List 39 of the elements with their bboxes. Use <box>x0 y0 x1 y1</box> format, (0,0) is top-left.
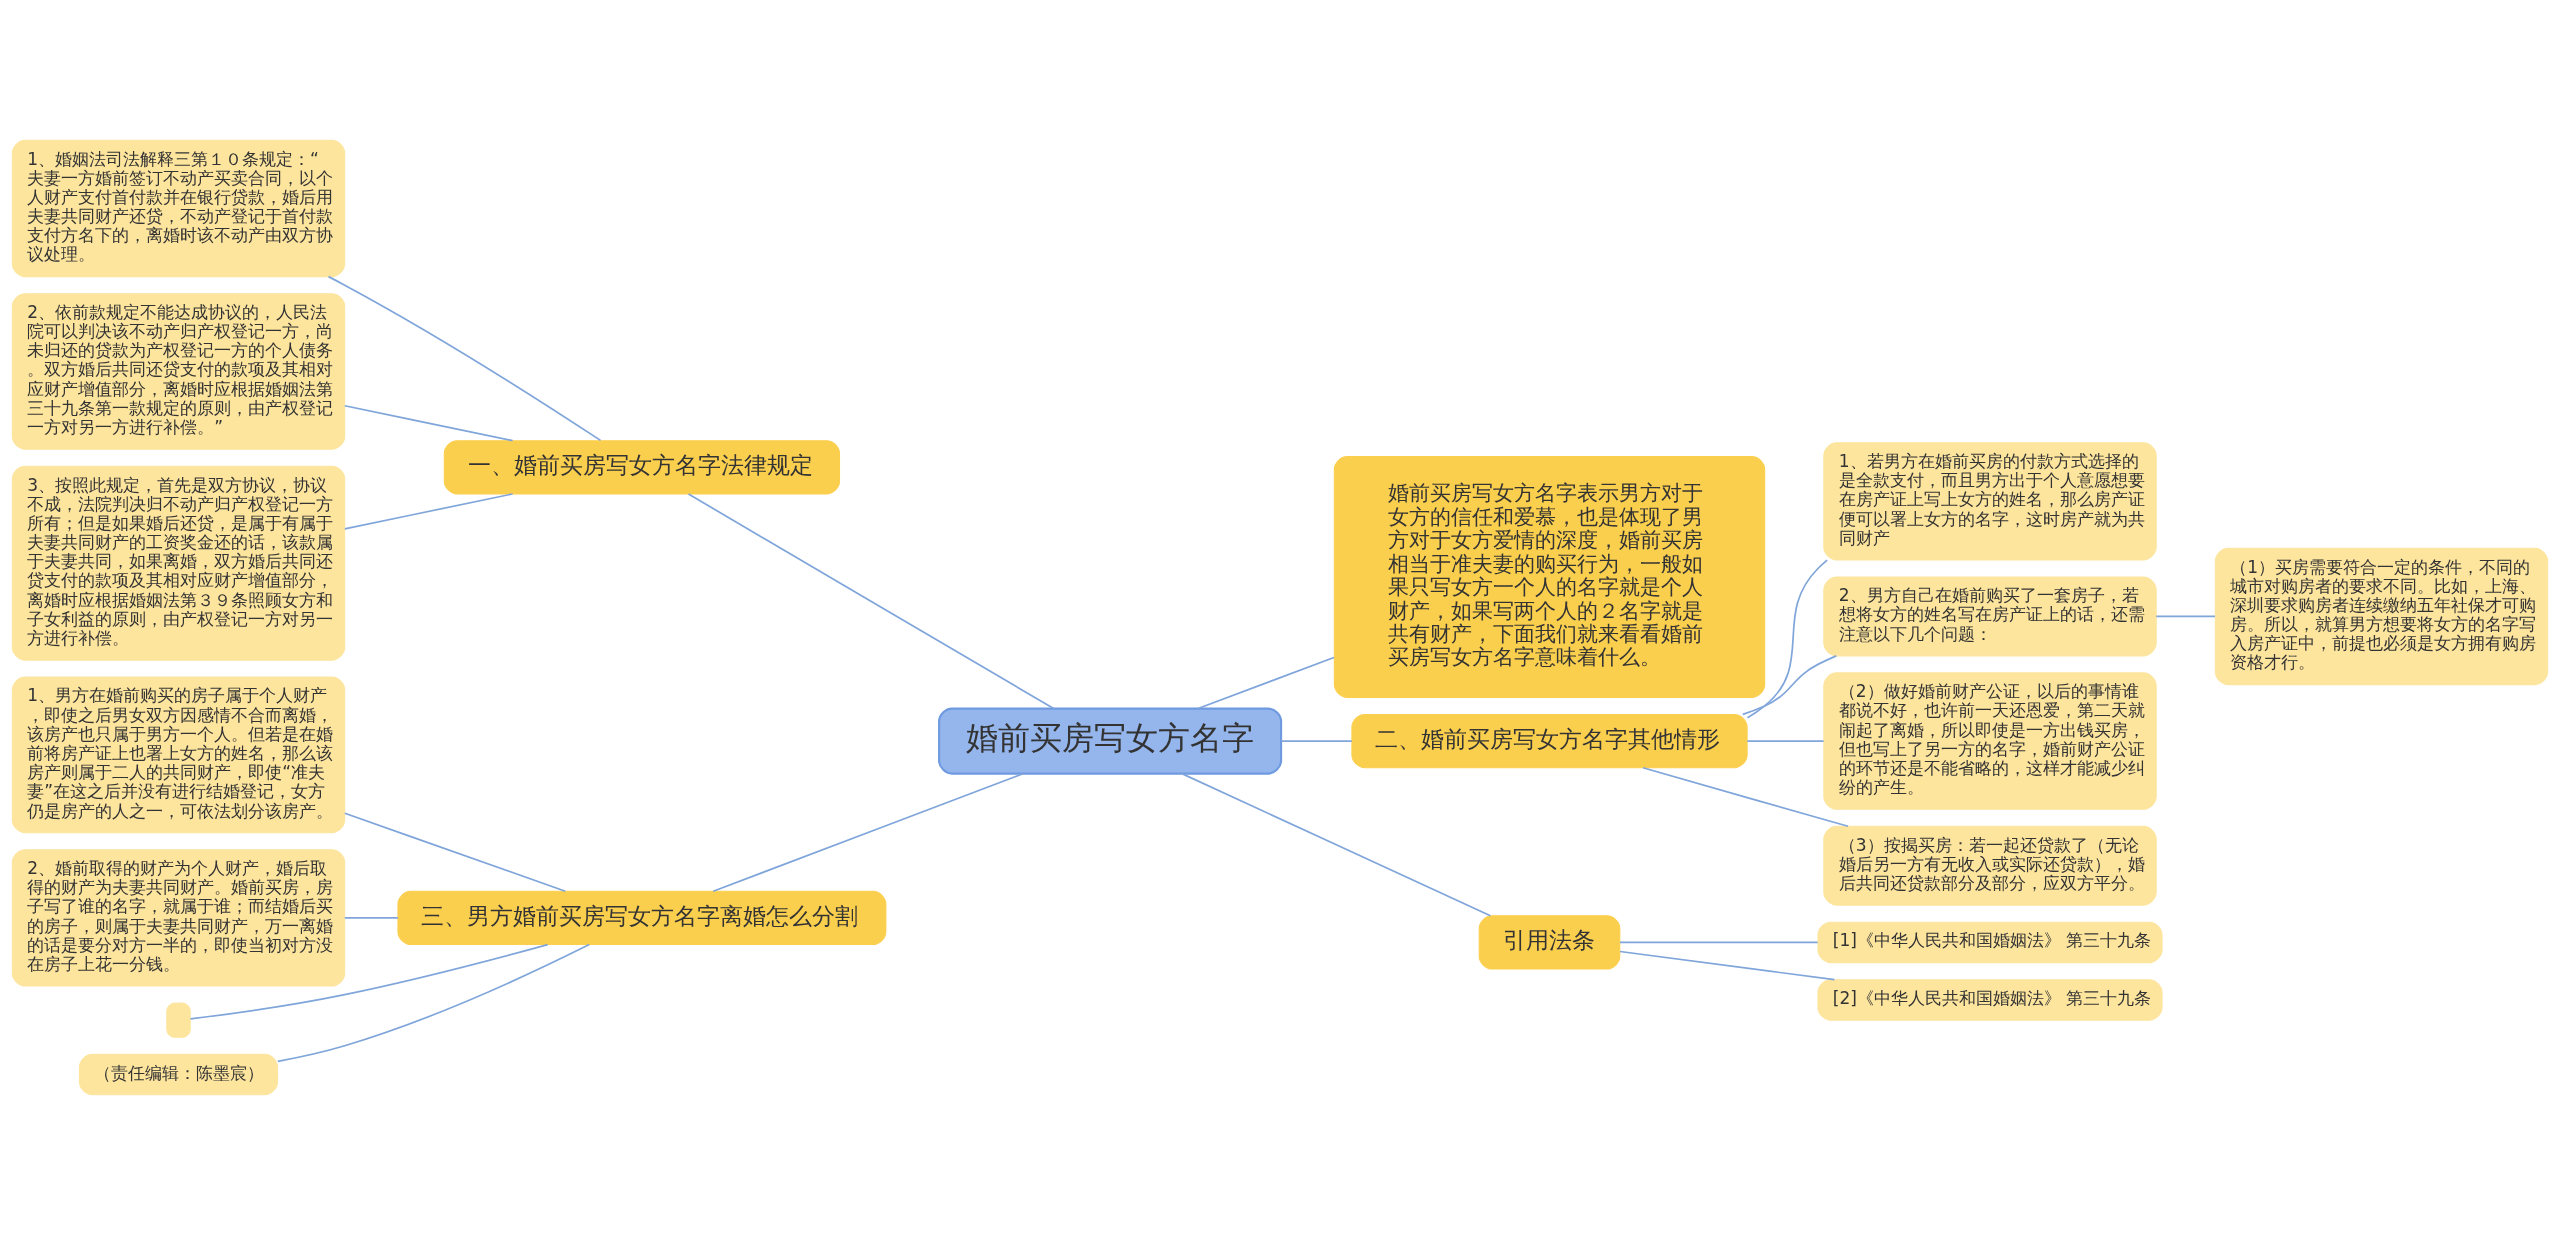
connector <box>2155 615 2216 618</box>
connector <box>1197 656 1335 710</box>
connector <box>1746 559 1828 719</box>
connector <box>1642 766 1849 828</box>
node-box: 2、婚前取得的财产为个人财产，婚后取得的财产为夫妻共同财产。婚前买房，房子写了谁的名字，就属于谁；而结婚后买的房子，则属于夫妻共同财产，万一离婚的话是要分对方一半的，即使当初对方没在房子上花一分钱。 <box>11 849 346 987</box>
connector <box>327 275 602 442</box>
node-box: （2）做好婚前财产公证，以后的事情谁都说不好，也许前一天还恩爱，第二天就闹起了离婚，所以即使是一方出钱买房，但也写上了另一方的名字，婚前财产公证的环节还是不能省略的，这样才能减少纠纷的产生。 <box>1823 672 2157 810</box>
node-box: （责任编辑：陈墨宸） <box>78 1053 279 1096</box>
node-box: 一、婚前买房写女方名字法律规定 <box>443 440 841 495</box>
connector <box>1746 740 1825 742</box>
connector <box>687 493 1055 710</box>
connector <box>1181 772 1492 917</box>
connector <box>1280 740 1353 742</box>
connector <box>1742 655 1838 716</box>
connector <box>343 404 514 442</box>
node-box: [1]《中华人民共和国婚姻法》 第三十九条 <box>1817 921 2163 964</box>
connector <box>343 917 399 919</box>
node-box: 1、男方在婚前购买的房子属于个人财产，即使之后男女双方因感情不合而离婚，该房产也只属于男方一个人。但若是在婚前将房产证上也署上女方的姓名，那么该房产则属于二人的共同财产，即使“准夫妻”在这之后并没有进行结婚登记，女方仍是房产的人之一，可依法划分该房产。 <box>11 676 346 834</box>
node-box: 引用法条 <box>1478 915 1621 970</box>
node-box: （3）按揭买房：若一起还贷款了（无论婚后另一方有无收入或实际还贷款），婚后共同还贷款部分及部分，应双方平分。 <box>1823 825 2157 906</box>
connector <box>189 943 549 1020</box>
node-box: 3、按照此规定，首先是双方协议，协议不成，法院判决归不动产归产权登记一方所有；但是如果婚后还贷，是属于有属于夫妻共同财产的工资奖金还的话，该款属于夫妻共同，如果离婚，双方婚后共同还贷支付的款项及其相对应财产增值部分，离婚时应根据婚姻法第３９条照顾女方和子女利益的原则，由产权登记一方对另一方进行补偿。 <box>11 465 346 661</box>
node-box: 二、婚前买房写女方名字其他情形 <box>1351 713 1748 769</box>
node-box <box>166 1002 191 1038</box>
node-box: （1）买房需要符合一定的条件，不同的城市对购房者的要求不同。比如，上海、深圳要求购房者连续缴纳五年社保才可购房。所以，就算男方想要将女方的名字写入房产证中，前提也必须是女方拥有购房资格才行。 <box>2214 547 2549 686</box>
connector <box>343 493 514 530</box>
node-box: 1、婚姻法司法解释三第１０条规定：“夫妻一方婚前签订不动产买卖合同，以个人财产支付首付款并在银行贷款，婚后用夫妻共同财产还贷，不动产登记于首付款支付方名下的，离婚时该不动产由双方协议处理。 <box>11 139 346 278</box>
node-box: [2]《中华人民共和国婚姻法》 第三十九条 <box>1817 979 2163 1021</box>
node-box: 2、依前款规定不能达成协议的，人民法院可以判决该不动产归产权登记一方，尚未归还的贷款为产权登记一方的个人债务。双方婚后共同还贷支付的款项及其相对应财产增值部分，离婚时应根据婚姻法第三十九条第一款规定的原则，由产权登记一方对另一方进行补偿。” <box>11 293 346 450</box>
node-box: 2、男方自己在婚前购买了一套房子，若想将女方的姓名写在房产证上的话，还需注意以下几个问题： <box>1823 576 2157 657</box>
connector <box>1619 950 1836 981</box>
connector <box>343 812 567 893</box>
node-box: 婚前买房写女方名字表示男方对于女方的信任和爱慕，也是体现了男方对于女方爱情的深度，婚前买房相当于准夫妻的购买行为，一般如果只写女方一个人的名字就是个人财产，如果写两个人的２名字就是共有财产，下面我们就来看看婚前买房写女方名字意味着什么。 <box>1333 456 1766 698</box>
node-box: 三、男方婚前买房写女方名字离婚怎么分割 <box>397 890 887 946</box>
connector <box>276 943 591 1063</box>
node-box: 1、若男方在婚前买房的付款方式选择的是全款支付，而且男方出于个人意愿想要在房产证上写上女方的姓名，那么房产证便可以署上女方的名字，这时房产就为共同财产 <box>1823 442 2157 561</box>
node-box: 婚前买房写女方名字 <box>938 707 1283 775</box>
connector <box>712 772 1024 893</box>
connector <box>1619 941 1819 944</box>
